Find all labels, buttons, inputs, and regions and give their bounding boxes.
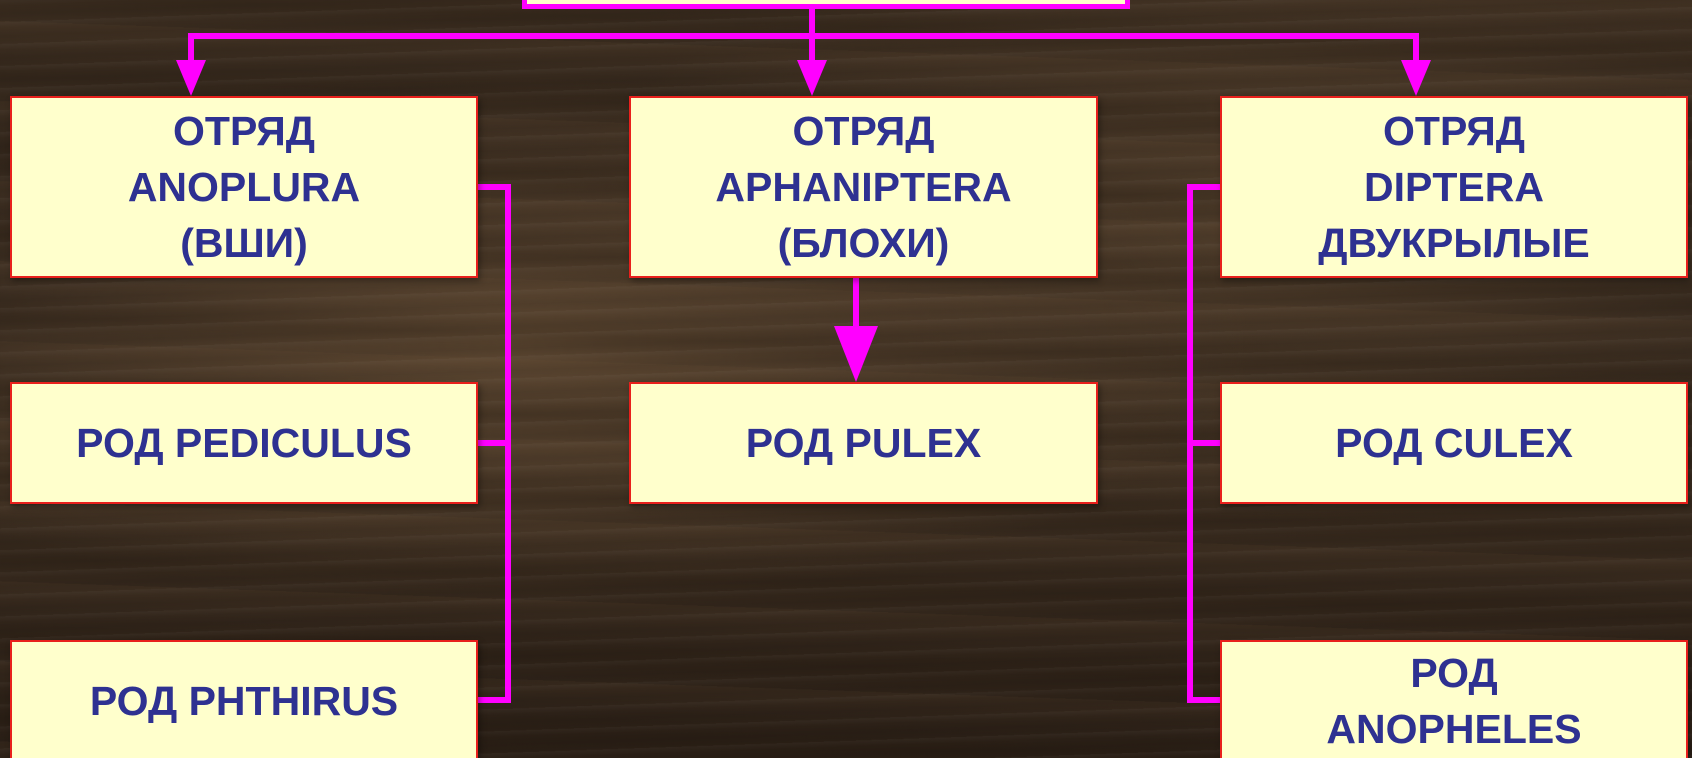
order-aphaniptera-box: ОТРЯД APHANIPTERA (БЛОХИ) [629,96,1098,278]
genus-culex-box: РОД CULEX [1220,382,1688,504]
genus-phthirus-box: РОД PHTHIRUS [10,640,478,758]
root-box [522,0,1130,9]
order-diptera-box: ОТРЯД DIPTERA ДВУКРЫЛЫЕ [1220,96,1688,278]
genus-pulex-box: РОД PULEX [629,382,1098,504]
arrowhead-pulex [834,326,878,382]
order-anoplura-box: ОТРЯД ANOPLURA (ВШИ) [10,96,478,278]
arrowhead-anoplura [176,60,206,96]
arrowhead-diptera [1401,60,1431,96]
genus-anopheles-box: РОД ANOPHELES [1220,640,1688,758]
arrowhead-aphaniptera [797,60,827,96]
genus-pediculus-box: РОД PEDICULUS [10,382,478,504]
